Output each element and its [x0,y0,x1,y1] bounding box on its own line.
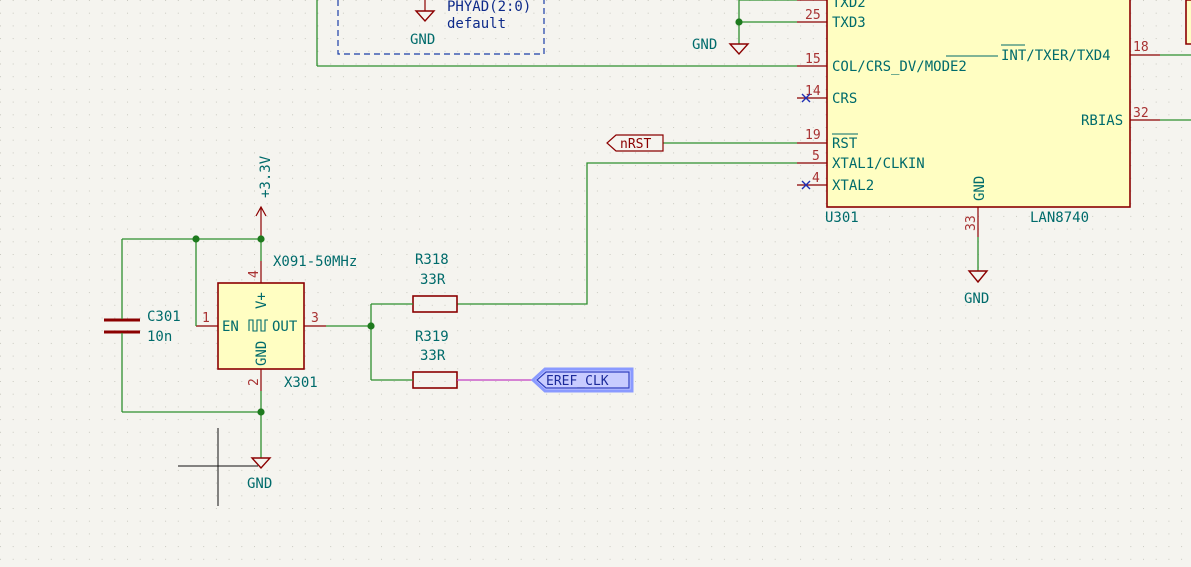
vcc-power-symbol[interactable]: +3.3V [255,155,274,239]
pin-name-txd3: TXD3 [832,15,866,31]
x301-reference: X301 [284,375,318,391]
pin-name-crs: CRS [832,91,857,107]
no-connect-crs-icon [801,93,811,103]
pin-name-xtal2: XTAL2 [832,178,874,194]
crosshair-cursor-icon [178,428,258,506]
c301-symbol[interactable]: C301 10n [104,309,181,345]
junction-dot [192,235,200,243]
phyad-gnd-symbol[interactable] [414,0,436,23]
x301-value: X091-50MHz [273,254,357,270]
nrst-label-text: nRST [620,137,651,152]
wires-u301 [316,0,1191,305]
eref-clk-label-text: EREF_CLK [546,374,609,389]
junction-dot [735,18,743,26]
junction-dot [257,235,265,243]
wires-oscillator [121,238,413,458]
pin-name-mode2: MODE2 [925,59,967,75]
r318-value: 33R [420,272,446,288]
x301-pin-name-gnd: GND [254,341,270,366]
gnd-icon [728,43,750,56]
pin-number-rbias: 32 [1133,106,1149,121]
u301-symbol[interactable]: 25 15 14 19 5 4 18 32 33 TXD2 TXD3 COL/C… [797,0,1160,237]
gnd-icon [414,10,436,23]
square-wave-icon [248,319,268,332]
pin-number-gnd: 33 [964,215,979,231]
pin-number-col: 15 [805,52,821,67]
x301-pin-name-vplus: V+ [254,292,270,309]
pin-number-txd3: 25 [805,8,821,23]
pin-name-int: INT [1001,48,1027,64]
gnd-label-u301: GND [964,291,989,307]
power-arrow-icon [255,205,267,217]
c301-reference: C301 [147,309,181,325]
r318-symbol[interactable]: R318 33R [412,252,458,313]
x301-pin4-number: 4 [247,270,262,278]
c301-value: 10n [147,329,172,345]
pin-number-xtal1: 5 [812,149,820,164]
x301-pin-name-en: EN [222,319,239,335]
pin-number-xtal2: 4 [812,171,820,186]
x301-pin3-number: 3 [311,311,319,326]
pin-name-rbias: RBIAS [1081,113,1123,129]
gnd-label-txd: GND [692,37,717,53]
gnd-label-x301: GND [247,476,272,492]
nrst-global-label[interactable]: nRST [606,134,664,152]
eref-clk-global-label[interactable]: EREF_CLK [530,367,634,393]
gnd-symbol-u301[interactable] [967,270,989,284]
vcc-label: +3.3V [258,155,274,198]
no-connect-xtal2-icon [801,180,811,190]
global-label-highlight [530,367,634,393]
phyad-label: PHYAD(2:0) [447,0,531,15]
phyad-gnd-label: GND [410,32,435,48]
phyad-default-label: default [447,16,506,32]
r319-reference: R319 [415,329,449,345]
gnd-icon [250,457,272,470]
pin-name-txer-line: INT/TXER/TXD4 [1001,48,1111,64]
x301-pin1-number: 1 [202,311,210,326]
u301-body [826,0,1131,208]
x301-pin-name-out: OUT [272,319,298,335]
gnd-symbol-txd[interactable] [728,43,750,56]
pin-number-txer: 18 [1133,40,1149,55]
phyad-group[interactable]: PHYAD(2:0) default GND [337,0,545,55]
pin-name-xtal1: XTAL1/CLKIN [832,156,925,172]
gnd-icon [967,270,989,284]
junction-dot [367,322,375,330]
pin-name-txer: /TXER/TXD4 [1026,48,1110,64]
global-label-flag-icon [536,371,630,389]
pin-number-rst: 19 [805,128,821,143]
pin-name-col-line: COL/CRS_DV/MODE2 [832,59,967,75]
junction-dot [257,408,265,416]
x301-pin2-number: 2 [247,378,262,386]
r319-value: 33R [420,348,446,364]
gnd-symbol-x301[interactable] [250,457,272,470]
pin-name-rst: RST [832,136,858,152]
u301-reference: U301 [825,210,859,226]
u301-value: LAN8740 [1030,210,1089,226]
pin-name-col: COL/CRS_DV/ [832,59,925,75]
x301-symbol[interactable]: 1 3 4 2 EN OUT V+ GND X091-50MHz X301 [196,254,357,391]
pin-name-txd2: TXD2 [832,0,866,11]
global-label-flag-icon [606,134,664,152]
pin-name-gnd: GND [972,176,988,201]
r318-reference: R318 [415,252,449,268]
offsheet-component-edge [1185,0,1191,45]
